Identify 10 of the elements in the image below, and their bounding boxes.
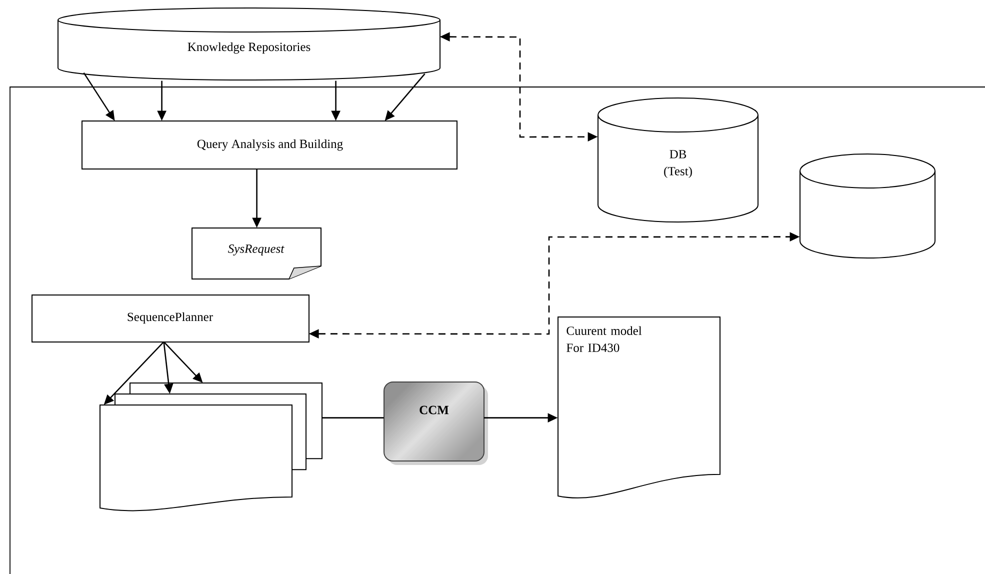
database-cylinder: DB (Test) (598, 98, 758, 222)
process-box: Query Analysis and Building (82, 120, 458, 170)
document-shape (114, 394, 306, 470)
connector-line (322, 417, 384, 418)
document-shape (100, 404, 292, 512)
database-cylinder (800, 154, 936, 258)
process-box: SequencePlanner (32, 294, 310, 342)
rounded-box: CCM (384, 382, 488, 465)
document-shape (130, 382, 322, 460)
repository-cylinder: Knowledge Repositories (58, 8, 440, 80)
